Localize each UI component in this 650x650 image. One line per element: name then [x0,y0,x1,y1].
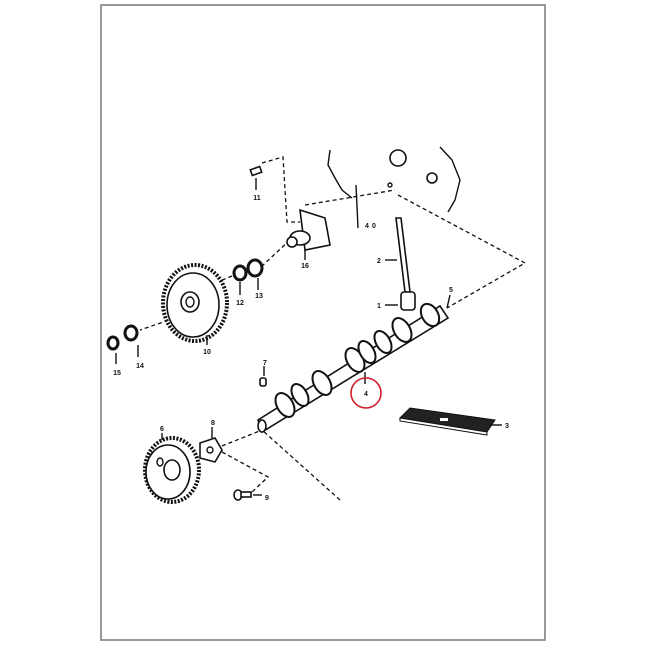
callout-11: 11 [253,195,261,202]
key-part-7 [259,377,267,387]
callout-4: 4 [364,391,368,398]
tappet-part-1 [385,291,416,311]
callout-10: 10 [203,349,211,356]
callout-2: 2 [377,258,381,265]
callout-3: 3 [505,423,509,430]
callout-labels: 1 2 3 4 5 6 7 8 9 10 11 12 13 14 15 16 [113,195,509,502]
washer-part-13 [246,258,264,278]
callout-9: 9 [265,495,269,502]
callout-15: 15 [113,370,121,377]
callout-14: 14 [136,363,144,370]
ring-part-12 [232,264,248,282]
callout-13: 13 [255,293,263,300]
shim-part-3 [398,407,502,436]
callout-6: 6 [160,426,164,433]
thrust-plate-part-16 [286,208,331,260]
retainer-part-8 [199,427,223,463]
assembly-lines [139,156,527,501]
highlight-circle [350,377,382,409]
callout-7: 7 [263,360,267,367]
svg-text:0: 0 [372,223,376,230]
ring-part-15 [106,335,120,351]
bolt-part-11 [249,165,263,190]
callout-16: 16 [301,263,309,270]
callout-12: 12 [236,300,244,307]
gear-part-10 [161,263,229,345]
callout-5: 5 [449,287,453,294]
camshaft-part-4 [257,302,450,434]
gear-part-6 [143,433,201,504]
callout-8: 8 [211,420,215,427]
washer-part-14 [123,324,139,342]
bolt-part-9 [233,489,262,501]
callout-1: 1 [377,303,381,310]
svg-text:4: 4 [365,223,369,230]
